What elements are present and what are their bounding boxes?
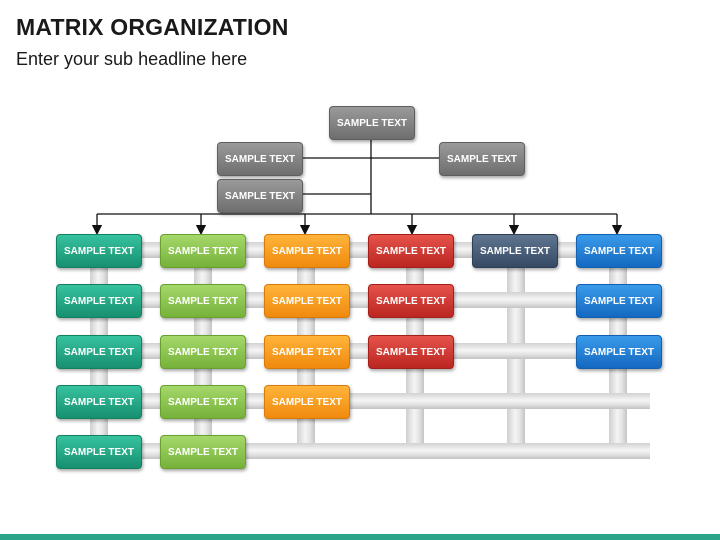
col3-cell-4: SAMPLE TEXT bbox=[264, 385, 350, 419]
col1-cell-2: SAMPLE TEXT bbox=[56, 284, 142, 318]
col4-cell-2: SAMPLE TEXT bbox=[368, 284, 454, 318]
col2-cell-2: SAMPLE TEXT bbox=[160, 284, 246, 318]
col6-cell-1: SAMPLE TEXT bbox=[576, 234, 662, 268]
col4-cell-3: SAMPLE TEXT bbox=[368, 335, 454, 369]
right-upper-node: SAMPLE TEXT bbox=[439, 142, 525, 176]
col1-cell-4: SAMPLE TEXT bbox=[56, 385, 142, 419]
page-title: MATRIX ORGANIZATION bbox=[16, 14, 289, 40]
col2-cell-5: SAMPLE TEXT bbox=[160, 435, 246, 469]
col4-cell-1: SAMPLE TEXT bbox=[368, 234, 454, 268]
col6-cell-2: SAMPLE TEXT bbox=[576, 284, 662, 318]
page-subtitle: Enter your sub headline here bbox=[16, 49, 248, 69]
col1-cell-3: SAMPLE TEXT bbox=[56, 335, 142, 369]
col1-cell-1: SAMPLE TEXT bbox=[56, 234, 142, 268]
top-node: SAMPLE TEXT bbox=[329, 106, 415, 140]
col2-cell-3: SAMPLE TEXT bbox=[160, 335, 246, 369]
col5-cell-1: SAMPLE TEXT bbox=[472, 234, 558, 268]
col2-cell-4: SAMPLE TEXT bbox=[160, 385, 246, 419]
bottom-accent-bar bbox=[0, 534, 720, 540]
left-lower-node: SAMPLE TEXT bbox=[217, 179, 303, 213]
col2-cell-1: SAMPLE TEXT bbox=[160, 234, 246, 268]
left-upper-node: SAMPLE TEXT bbox=[217, 142, 303, 176]
col6-cell-3: SAMPLE TEXT bbox=[576, 335, 662, 369]
col1-cell-5: SAMPLE TEXT bbox=[56, 435, 142, 469]
col3-cell-3: SAMPLE TEXT bbox=[264, 335, 350, 369]
col3-cell-2: SAMPLE TEXT bbox=[264, 284, 350, 318]
col3-cell-1: SAMPLE TEXT bbox=[264, 234, 350, 268]
